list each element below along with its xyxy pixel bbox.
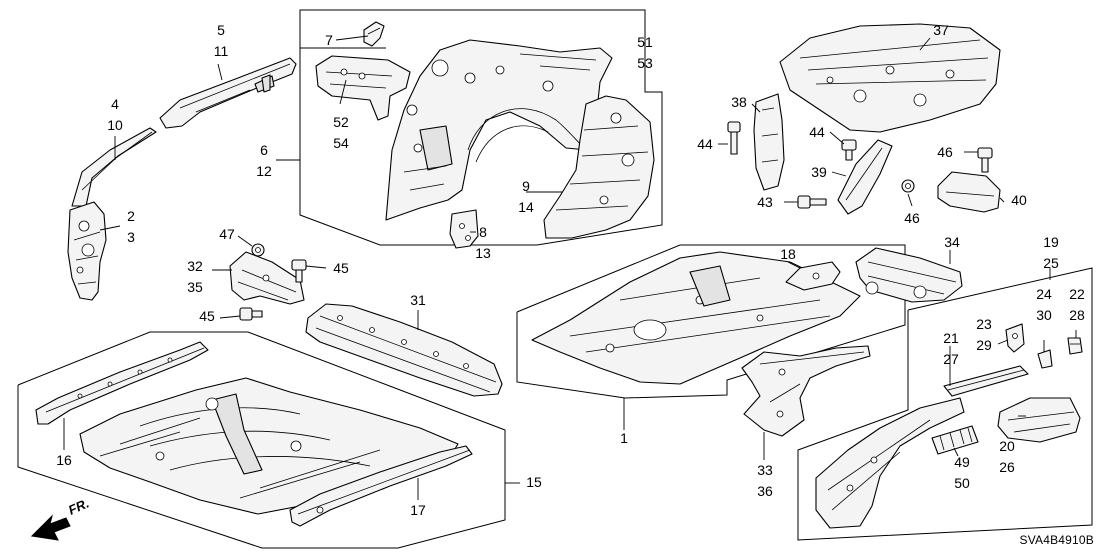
callout-31: 31 — [410, 292, 426, 308]
part-rear-frame — [815, 397, 965, 529]
callout-17: 17 — [410, 502, 426, 518]
part-bracket-23-29 — [1005, 323, 1025, 353]
part-roof-side-rail — [159, 57, 297, 129]
part-c-pillar-inner — [753, 93, 785, 191]
callout-44-left: 44 — [697, 136, 713, 152]
part-gusset — [449, 209, 479, 249]
part-rear-bracket — [937, 171, 1001, 213]
part-rear-shelf — [779, 23, 1001, 133]
part-a-pillar — [71, 127, 157, 207]
part-bolt-43 — [797, 195, 827, 209]
part-rear-inner-upper — [543, 95, 655, 239]
part-rear-floor-side-rail — [943, 365, 1029, 397]
part-side-sill — [305, 303, 503, 397]
part-rear-floor — [531, 251, 861, 385]
part-bracket-24-30 — [1037, 349, 1053, 369]
callout-16: 16 — [56, 452, 72, 468]
part-bolt-44-right — [841, 139, 857, 161]
callout-38: 38 — [731, 94, 747, 110]
callout-18: 18 — [780, 246, 796, 262]
part-bolt-44-left — [727, 121, 741, 155]
front-direction-arrow — [30, 514, 71, 541]
callout-37: 37 — [933, 22, 949, 38]
part-bracket-22-28 — [1067, 337, 1083, 355]
part-upper-bracket — [315, 55, 411, 121]
box-rear-frame — [797, 267, 1093, 541]
part-bracket-32-35 — [229, 251, 305, 305]
part-front-floor-side-member — [35, 341, 209, 425]
callout-40: 40 — [1011, 192, 1027, 208]
callout-7: 7 — [325, 32, 333, 48]
part-reinforcement-strip — [931, 425, 979, 455]
box-rear-floor — [516, 244, 906, 399]
callout-39: 39 — [811, 164, 827, 180]
callout-45-lower: 45 — [199, 308, 215, 324]
part-nut — [251, 243, 265, 257]
callout-1: 1 — [620, 430, 628, 446]
callout-47: 47 — [219, 226, 235, 242]
callout-34: 34 — [944, 234, 960, 250]
part-bolt-46-upper — [977, 147, 993, 173]
box-rear-inner-panel — [299, 9, 663, 246]
part-bolt-45-upper — [291, 259, 307, 283]
part-pillar-stiffener — [837, 139, 893, 215]
callout-43: 43 — [757, 194, 773, 210]
drawing-code: SVA4B4910B — [1019, 533, 1094, 547]
part-front-floor — [79, 377, 459, 515]
part-bolt-45-lower — [239, 307, 263, 321]
leader-lines — [63, 35, 1077, 500]
part-rear-frame-extension — [997, 397, 1081, 443]
box-front-floor — [17, 331, 506, 549]
callout-46-upper: 46 — [937, 144, 953, 160]
callout-46-lower: 46 — [904, 210, 920, 226]
callout-44-right: 44 — [809, 124, 825, 140]
part-front-floor-rail — [289, 445, 473, 527]
part-front-pillar-inner — [67, 201, 107, 301]
callout-45-upper: 45 — [333, 260, 349, 276]
part-rear-frame-crossmember — [855, 247, 963, 303]
part-clip — [363, 21, 385, 47]
callout-15: 15 — [526, 474, 542, 490]
part-bolt-46-lower — [901, 179, 915, 193]
part-rear-crossmember — [741, 345, 871, 437]
